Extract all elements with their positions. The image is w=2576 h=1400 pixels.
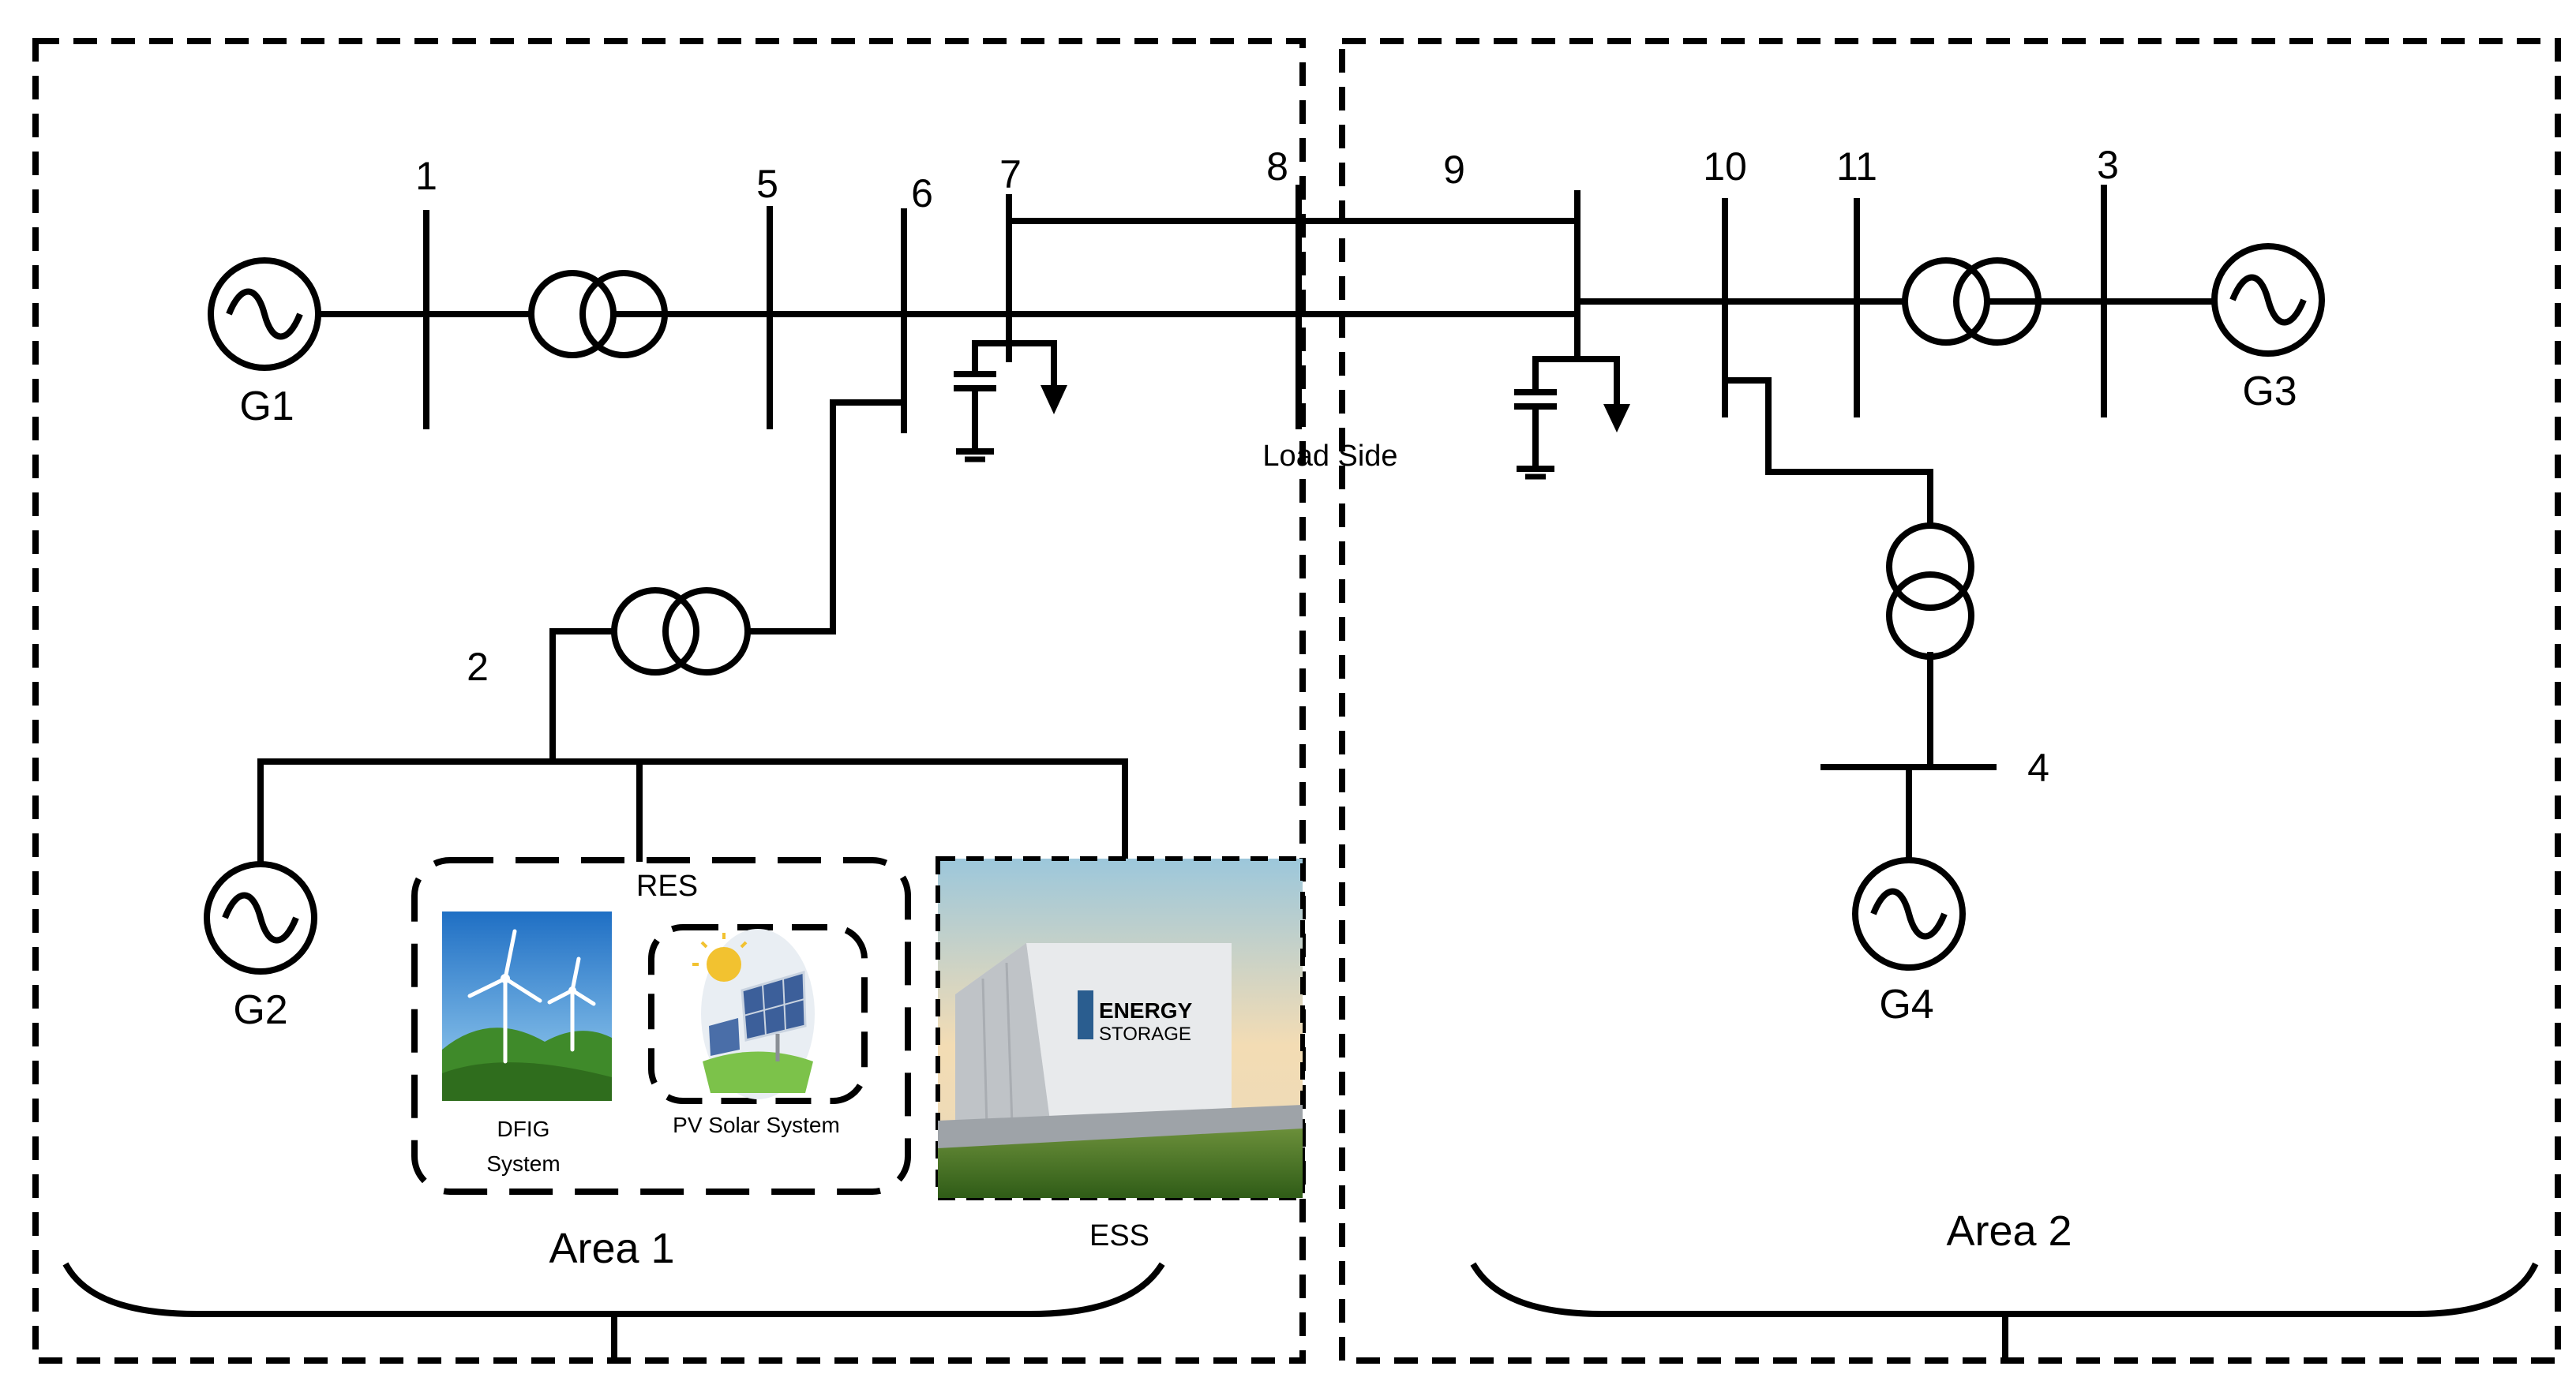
generator-g2-icon	[204, 861, 317, 975]
bus-3-label: 3	[2097, 143, 2119, 187]
area-2-label: Area 2	[1946, 1207, 2072, 1255]
bus7-load-arrow	[1041, 385, 1067, 414]
bus-6-label: 6	[911, 171, 933, 215]
transformer-bus1-bus5	[528, 270, 668, 358]
generator-g1-label: G1	[239, 384, 294, 429]
area-1-brace	[62, 1262, 1165, 1317]
res-group-boundary	[411, 857, 911, 1195]
pv-solar-panel-icon	[692, 929, 815, 1099]
generator-g4-icon	[1852, 857, 1966, 971]
res-label: RES	[636, 870, 698, 903]
ess-sign-storage: STORAGE	[1099, 1024, 1191, 1045]
line-bus6-to-transformer	[745, 399, 907, 634]
area-2-brace	[1470, 1262, 2539, 1317]
line-bus10-to-transformer	[1722, 377, 1933, 528]
transformer-bus11-bus3	[1902, 257, 2042, 346]
area-2-boundary	[1339, 38, 2561, 1364]
transformer-bus10-bus4	[1886, 522, 1974, 660]
dfig-wind-turbine-icon	[442, 911, 612, 1101]
ess-sign-energy: ENERGY	[1099, 998, 1193, 1023]
dfig-label-line2: System	[486, 1151, 560, 1176]
bus-1-label: 1	[415, 154, 437, 198]
transformer-bus6-bus2	[611, 587, 751, 676]
bus-11-label: 11	[1836, 144, 1877, 189]
bus-4-label: 4	[2027, 746, 2049, 790]
ess-label: ESS	[1089, 1219, 1149, 1252]
bus9-load-arrow	[1603, 404, 1630, 432]
ess-energy-storage-icon: ENERGY STORAGE	[936, 856, 1305, 1200]
bus-7-label: 7	[999, 152, 1022, 197]
generator-g1-icon	[208, 257, 321, 371]
generator-g4-label: G4	[1879, 982, 1933, 1028]
generator-g3-icon	[2211, 243, 2325, 357]
bus-8-label: 8	[1266, 144, 1288, 189]
generator-g3-label: G3	[2242, 369, 2297, 414]
bus-9-label: 9	[1443, 148, 1465, 192]
pv-group-boundary	[648, 924, 868, 1104]
line-transformer-to-bus2	[549, 628, 617, 765]
pv-label: PV Solar System	[673, 1113, 840, 1137]
bus-10-label: 10	[1703, 144, 1747, 189]
area-1-label: Area 1	[549, 1225, 674, 1272]
bus-5-label: 5	[756, 162, 778, 206]
area-1-boundary	[32, 38, 1306, 1364]
generator-g2-label: G2	[233, 987, 287, 1033]
dfig-label-line1: DFIG	[497, 1117, 550, 1141]
load-side-label: Load Side	[1262, 440, 1397, 473]
bus-2-label: 2	[467, 645, 489, 689]
